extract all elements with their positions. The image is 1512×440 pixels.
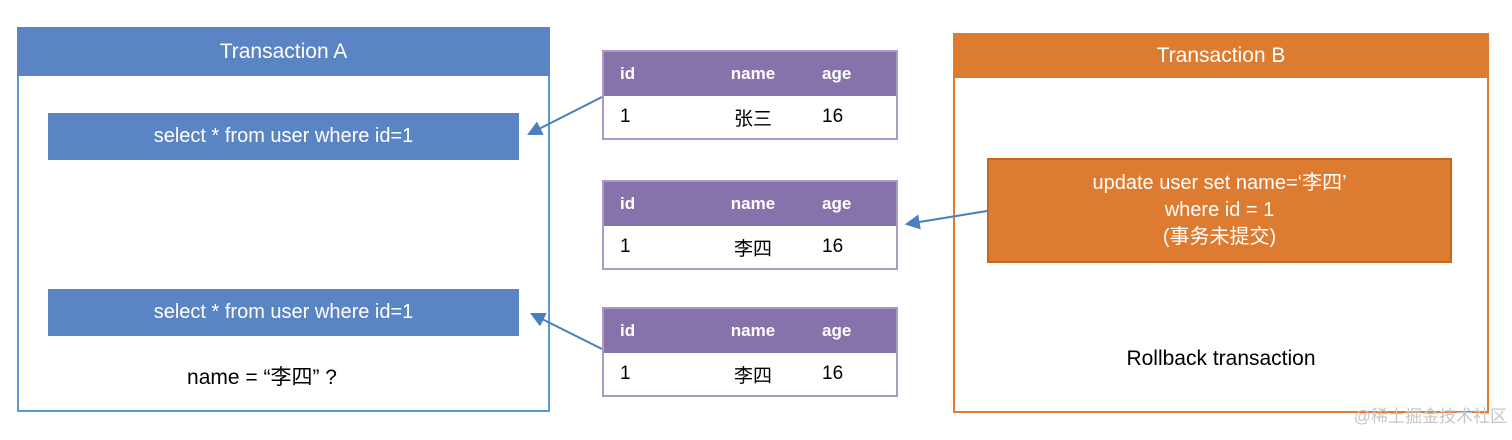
- rollback-transaction-label: Rollback transaction: [1126, 347, 1316, 370]
- table-3-cell-name: 李四: [733, 365, 772, 387]
- update-statement-line-2: where id = 1: [1164, 199, 1275, 221]
- select-query-2-label: select * from user where id=1: [153, 301, 414, 323]
- table-1-data-row: 1 张三 16: [604, 96, 896, 138]
- user-table-snapshot-2: id name age 1 李四 16: [602, 180, 898, 270]
- name-result-question: name = “李四” ?: [187, 366, 337, 389]
- select-query-2-box: select * from user where id=1: [48, 289, 519, 336]
- table-2-header-name: name: [730, 194, 776, 213]
- table-3-cell-age: 16: [822, 363, 844, 384]
- table-1-header-age: age: [822, 64, 852, 83]
- user-table-snapshot-1: id name age 1 张三 16: [602, 50, 898, 140]
- table-3-header-id: id: [620, 321, 636, 340]
- table-2-data-row: 1 李四 16: [604, 226, 896, 268]
- table-1-cell-id: 1: [620, 106, 631, 127]
- update-statement-line-3: (事务未提交): [1162, 226, 1277, 248]
- table-3-header-row: id name age: [604, 309, 896, 353]
- update-statement-line-1: update user set name=‘李四’: [1092, 172, 1347, 194]
- select-query-1-label: select * from user where id=1: [153, 125, 414, 147]
- table-3-data-row: 1 李四 16: [604, 353, 896, 395]
- table-2-header-id: id: [620, 194, 636, 213]
- transaction-a-header: Transaction A: [17, 27, 550, 76]
- select-query-1-box: select * from user where id=1: [48, 113, 519, 160]
- user-table-snapshot-3: id name age 1 李四 16: [602, 307, 898, 397]
- table-2-cell-id: 1: [620, 236, 631, 257]
- table-1-header-id: id: [620, 64, 636, 83]
- table-2-header-row: id name age: [604, 182, 896, 226]
- table-2-cell-name: 李四: [733, 238, 772, 260]
- watermark: @稀土掘金技术社区: [1353, 407, 1507, 426]
- table-3-cell-id: 1: [620, 363, 631, 384]
- update-statement-box: update user set name=‘李四’ where id = 1 (…: [987, 158, 1452, 263]
- table-1-header-row: id name age: [604, 52, 896, 96]
- table-1-header-name: name: [730, 64, 776, 83]
- table-3-header-name: name: [730, 321, 776, 340]
- table-1-cell-name: 张三: [733, 108, 772, 130]
- table-3-header-age: age: [822, 321, 852, 340]
- table-2-header-age: age: [822, 194, 852, 213]
- table-1-cell-age: 16: [822, 106, 844, 127]
- transaction-b-header: Transaction B: [953, 33, 1489, 78]
- transaction-a-title: Transaction A: [219, 39, 348, 63]
- table-2-cell-age: 16: [822, 236, 844, 257]
- transaction-b-title: Transaction B: [1156, 43, 1286, 67]
